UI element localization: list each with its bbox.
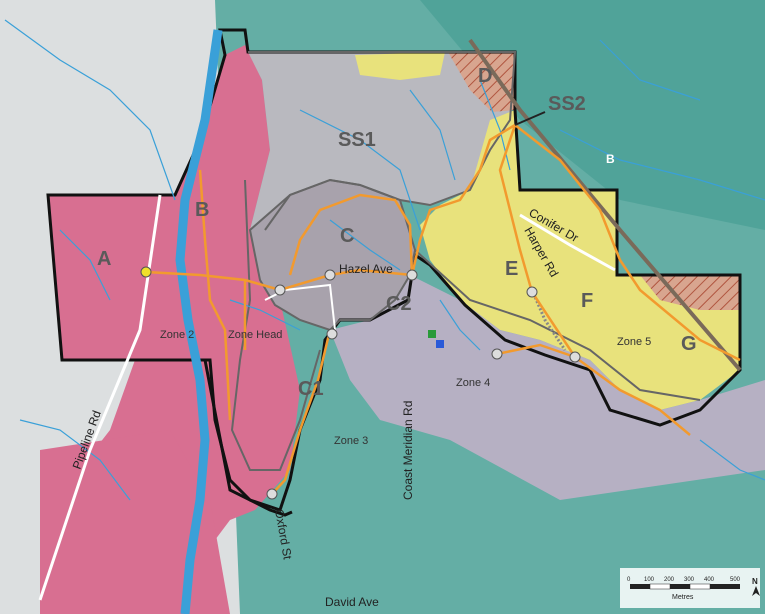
zone-label-c: C	[340, 225, 354, 247]
pz-label-zone2-head: Zone Head	[228, 329, 282, 341]
scale-tick-400: 400	[704, 577, 715, 583]
zone-label-c1: C1	[298, 378, 324, 400]
zone-label-a: A	[97, 248, 111, 270]
zone-label-c2: C2	[386, 293, 412, 315]
pipeline-road	[38, 194, 162, 601]
scale-tick-100: 100	[644, 577, 655, 583]
zone-yellow	[420, 110, 740, 410]
scale-tick-500: 500	[730, 577, 741, 583]
road-label-burke: B	[606, 152, 615, 166]
prv-node[interactable]	[274, 284, 286, 296]
zone-d	[448, 52, 515, 112]
highway	[468, 38, 742, 372]
zone-label-f: F	[581, 290, 593, 312]
zone-lavender	[330, 275, 765, 500]
zone-pink-south	[40, 430, 230, 614]
zone-yellow-top	[355, 52, 445, 80]
study-boundary	[46, 28, 742, 512]
zone-label-g: G	[681, 333, 697, 355]
road-label-hazel: Hazel Ave	[339, 262, 393, 276]
prv-node[interactable]	[491, 348, 503, 360]
ss2-arrow	[514, 111, 546, 126]
harper-road	[530, 289, 567, 351]
scale-tick-0: 0	[627, 577, 631, 583]
scale-unit: Metres	[672, 594, 694, 601]
zone-label-d: D	[478, 65, 492, 87]
zone-label-b: B	[195, 199, 209, 221]
prv-node[interactable]	[326, 328, 338, 340]
zone-c	[250, 180, 415, 330]
pz-label-zone3: Zone 3	[334, 435, 368, 447]
road-label-coast-meridian: Coast Meridian Rd	[401, 401, 415, 500]
pump-nodes	[140, 266, 581, 500]
hazel-road	[264, 283, 336, 331]
zone-label-ss1: SS1	[338, 129, 376, 151]
facility-marker[interactable]	[436, 340, 444, 348]
zone-label-ss2: SS2	[548, 93, 586, 115]
scale-bar: 0 100 200 300 400 500 Metres N	[620, 568, 760, 608]
north-label: N	[752, 577, 758, 586]
road-label-david: David Ave	[325, 595, 379, 609]
school-marker[interactable]	[428, 330, 436, 338]
north-arrow-icon	[752, 586, 760, 596]
reservoir-node[interactable]	[140, 266, 152, 278]
water-mains	[145, 123, 741, 495]
creeks	[4, 19, 765, 501]
pz-label-zone2: Zone 2	[160, 329, 194, 341]
pz-label-zone4: Zone 4	[456, 377, 490, 389]
prv-node[interactable]	[526, 286, 538, 298]
scale-tick-300: 300	[684, 577, 695, 583]
prv-node[interactable]	[266, 488, 278, 500]
river	[175, 29, 223, 614]
zone-label-e: E	[505, 258, 518, 280]
boundary-south	[203, 359, 293, 517]
pz-label-zone5: Zone 5	[617, 336, 651, 348]
prv-node[interactable]	[569, 351, 581, 363]
prv-node[interactable]	[324, 269, 336, 281]
conifer-road	[519, 213, 616, 272]
prv-node[interactable]	[406, 269, 418, 281]
scale-tick-200: 200	[664, 577, 675, 583]
